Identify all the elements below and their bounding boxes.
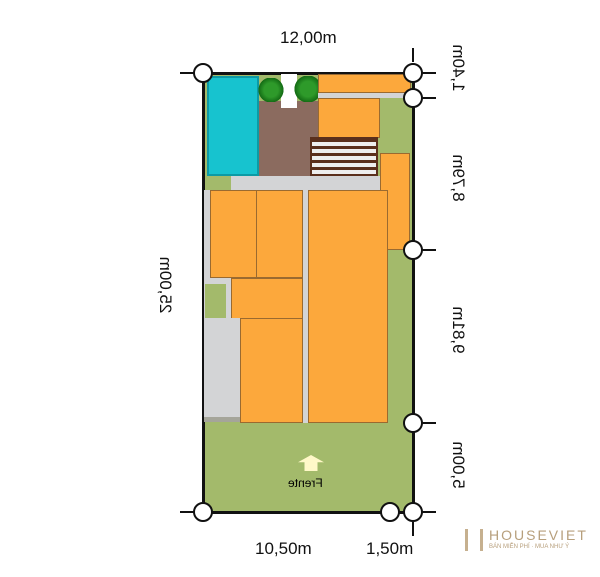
- roof: [231, 278, 303, 319]
- patio: [259, 101, 318, 176]
- logo-tagline: BÁN MIỄN PHÍ · MUA NHƯ Ý: [489, 544, 570, 550]
- roof: [318, 98, 380, 138]
- tree-icon: [258, 78, 284, 102]
- dimension-tick: [422, 249, 436, 251]
- roof: [240, 318, 303, 423]
- walkway: [204, 190, 210, 283]
- survey-point: [403, 240, 423, 260]
- logo-name: HOUSEVIET: [489, 527, 588, 543]
- walkway: [231, 176, 380, 190]
- dimension-top: 12,00m: [280, 28, 337, 47]
- dimension-right-2: 8,79m: [449, 154, 468, 202]
- logo-mark-icon: [465, 529, 483, 551]
- dimension-bottom-right: 1,50m: [366, 539, 414, 558]
- survey-point: [403, 413, 423, 433]
- dimension-right-1: 1,40m: [449, 44, 468, 92]
- dimension-tick: [412, 48, 414, 62]
- roof: [256, 190, 303, 278]
- dimension-right-3: 9,81m: [449, 306, 468, 354]
- garden: [380, 98, 411, 153]
- survey-point: [403, 88, 423, 108]
- dimension-tick: [180, 72, 194, 74]
- dimension-tick: [422, 72, 436, 74]
- dimension-tick: [422, 422, 436, 424]
- roof-main: [308, 190, 388, 423]
- dimension-tick: [412, 522, 414, 536]
- dimension-tick: [422, 97, 436, 99]
- roof-top-strip: [318, 74, 411, 93]
- dimension-right-4: 5,00m: [449, 441, 468, 489]
- front-label: Frente: [288, 476, 323, 490]
- dimension-tick: [180, 511, 194, 513]
- path: [281, 74, 297, 108]
- dimension-left: 25,00m: [156, 256, 175, 314]
- survey-point: [193, 502, 213, 522]
- survey-point: [380, 502, 400, 522]
- walkway: [318, 93, 411, 98]
- survey-point: [403, 502, 423, 522]
- survey-point: [193, 63, 213, 83]
- roof: [210, 190, 257, 278]
- pool: [207, 76, 259, 176]
- tree-icon: [294, 76, 322, 102]
- walkway: [303, 190, 308, 423]
- pergola: [310, 137, 378, 176]
- carport: [204, 318, 240, 422]
- dimension-tick: [422, 511, 436, 513]
- garden: [205, 284, 226, 318]
- front-arrow-icon: [298, 455, 324, 471]
- survey-point: [403, 63, 423, 83]
- dimension-bottom-left: 10,50m: [255, 539, 312, 558]
